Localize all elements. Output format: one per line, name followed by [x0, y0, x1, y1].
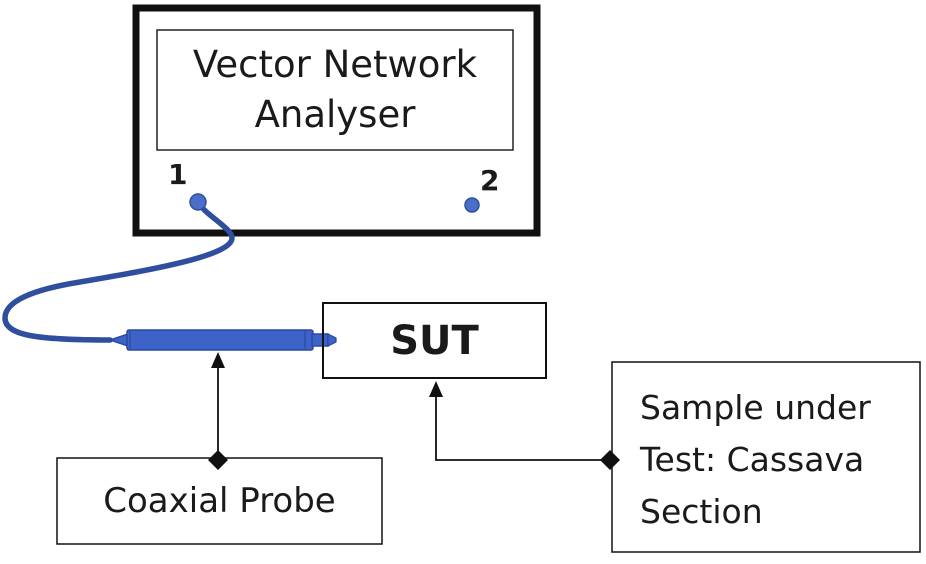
sample-label-box	[611, 361, 921, 553]
coaxial-cable	[2, 199, 235, 343]
coaxial-probe-icon	[107, 329, 337, 351]
vna-title-line2: Analyser	[254, 93, 416, 136]
port2-label: 2	[480, 164, 500, 197]
port1-connector	[189, 193, 207, 211]
sample-label-line1: Sample under	[640, 388, 871, 427]
vna-title-line1: Vector Network	[192, 43, 478, 86]
probe-connector-arrow	[208, 352, 228, 470]
probe-label: Coaxial Probe	[103, 481, 336, 521]
port2-connector	[464, 197, 480, 213]
sample-label-line2: Test: Cassava	[640, 440, 865, 479]
sample-connector-arrow	[429, 381, 620, 470]
sample-label: Sample under Test: Cassava Section	[640, 382, 920, 538]
vna-title: Vector Network Analyser	[157, 30, 513, 150]
sut-label: SUT	[390, 317, 479, 364]
vna-display-box	[156, 29, 514, 151]
sut-box	[322, 302, 547, 379]
sample-label-line3: Section	[640, 492, 763, 531]
port1-label: 1	[168, 158, 188, 191]
